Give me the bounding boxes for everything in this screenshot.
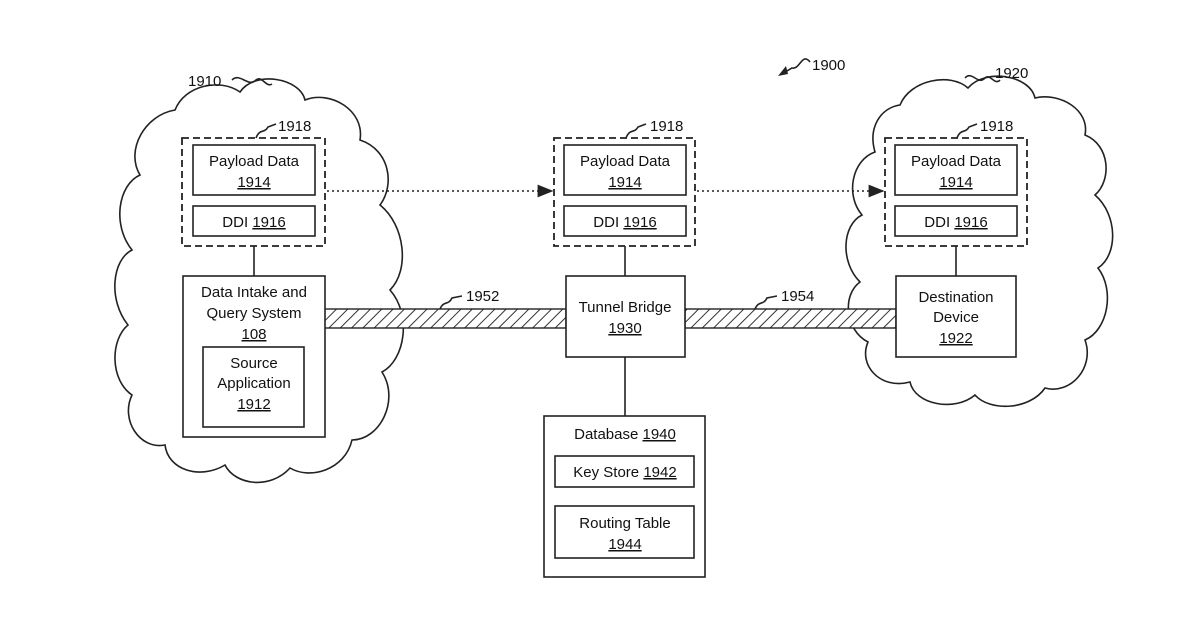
tunnel-bridge-label: Tunnel Bridge [579,299,672,316]
packet-mid-leader [626,124,646,138]
tunnel-bridge-box [566,276,685,357]
source-line1: Source [230,355,278,372]
packet-right-ref: 1918 [980,118,1013,135]
intake-line1: Data Intake and [201,284,307,301]
tunnel-left-leader [440,296,462,309]
key-store-label: Key Store [573,464,639,481]
cloud-right-ref: 1920 [995,65,1028,82]
tunnel-bridge-ref: 1930 [608,320,641,337]
ddi-left-label: DDI [222,214,248,231]
payload-right-label: Payload Data [911,153,1002,170]
database-label: Database [574,426,638,443]
payload-mid-label: Payload Data [580,153,671,170]
tunnel-left [324,309,566,328]
ddi-right-ref: 1916 [954,214,987,231]
ddi-left-text: DDI 1916 [222,214,285,231]
figure-ref-arrowhead [778,66,788,76]
payload-left-ref: 1914 [237,174,270,191]
packet-mid-ref: 1918 [650,118,683,135]
intake-ref: 108 [241,326,266,343]
payload-mid-ref: 1914 [608,174,641,191]
ddi-mid-ref: 1916 [623,214,656,231]
tunnel-left-ref: 1952 [466,288,499,305]
ddi-mid-label: DDI [593,214,619,231]
ddi-mid-text: DDI 1916 [593,214,656,231]
payload-left-label: Payload Data [209,153,300,170]
destination-line1: Destination [918,289,993,306]
tunnel-right-ref: 1954 [781,288,814,305]
destination-ref: 1922 [939,330,972,347]
key-store-text: Key Store 1942 [573,464,676,481]
key-store-ref: 1942 [643,464,676,481]
payload-right-ref: 1914 [939,174,972,191]
figure-ref: 1900 [812,57,845,74]
tunnel-right [685,309,896,328]
source-line2: Application [217,375,290,392]
routing-table-ref: 1944 [608,536,641,553]
database-ref: 1940 [643,426,676,443]
ddi-right-text: DDI 1916 [924,214,987,231]
destination-line2: Device [933,309,979,326]
source-ref: 1912 [237,396,270,413]
intake-line2: Query System [206,305,301,322]
tunnel-right-leader [755,296,777,309]
packet-left-ref: 1918 [278,118,311,135]
ddi-left-ref: 1916 [252,214,285,231]
database-text: Database 1940 [574,426,676,443]
routing-table-label: Routing Table [579,515,670,532]
cloud-left-ref: 1910 [188,73,221,90]
ddi-right-label: DDI [924,214,950,231]
